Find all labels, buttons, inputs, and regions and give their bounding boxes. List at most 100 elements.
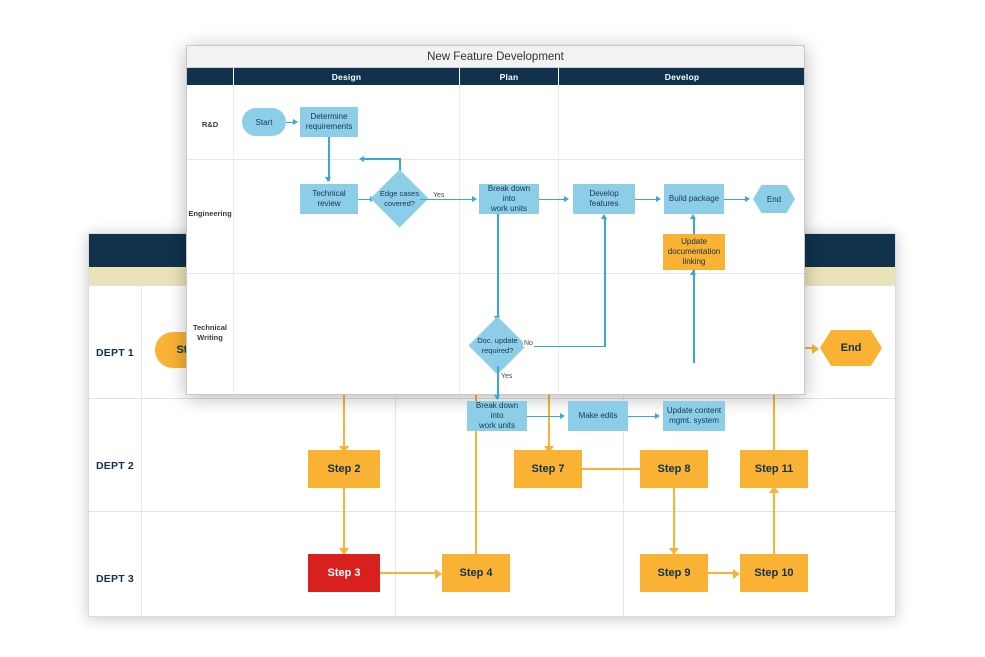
bg-column-divider xyxy=(395,285,396,616)
bg-arrow-down xyxy=(544,446,554,453)
arrow-right xyxy=(656,195,661,202)
node-text-line2: covered? xyxy=(384,198,415,208)
node-break-down-work-units-eng[interactable]: Break down into work units xyxy=(479,184,539,214)
bg-connector-step9-step10 xyxy=(708,572,736,574)
lane-divider xyxy=(187,159,804,160)
lane-label-engineering: Engineering xyxy=(188,209,232,218)
edge-label-yes-edgecases: Yes xyxy=(432,192,446,199)
bg-arrow-right xyxy=(435,569,442,579)
node-break-down-work-units-tw[interactable]: Break down into work units xyxy=(467,401,527,431)
bg-connector-step4-up xyxy=(475,384,477,556)
node-technical-review[interactable]: Technical review xyxy=(300,184,358,214)
node-text-line2: documentation xyxy=(667,247,721,256)
node-make-edits[interactable]: Make edits xyxy=(568,401,628,431)
connector-docupdate-no-horizontal xyxy=(534,345,605,347)
bg-arrow-up xyxy=(769,486,779,493)
column-divider xyxy=(233,85,234,394)
connector-develop-build xyxy=(635,198,659,200)
column-header-band xyxy=(187,68,804,85)
edge-label-yes-docupdate: Yes xyxy=(500,373,514,380)
diamond-text: Doc. update required? xyxy=(463,325,532,366)
bg-node-step10[interactable]: Step 10 xyxy=(740,554,808,592)
connector-determine-techreview xyxy=(328,137,330,181)
arrow-up xyxy=(690,214,696,219)
connector-makeedits-updatecms xyxy=(628,415,658,417)
bg-node-step11[interactable]: Step 11 xyxy=(740,450,808,488)
column-header-plan: Plan xyxy=(499,71,519,82)
lane-divider xyxy=(187,273,804,274)
bg-column-divider xyxy=(141,285,142,616)
node-text-line2: required? xyxy=(481,345,514,355)
node-text-line1: Break down into xyxy=(487,184,531,203)
bg-node-step7[interactable]: Step 7 xyxy=(514,450,582,488)
connector-docupdate-yes xyxy=(497,366,499,399)
bg-node-step9[interactable]: Step 9 xyxy=(640,554,708,592)
bg-connector-step11-up xyxy=(773,384,775,452)
connector-no-horizontal xyxy=(361,158,401,160)
bg-connector-step3-step4 xyxy=(380,572,438,574)
bg-lane-label-dept1: DEPT 1 xyxy=(96,347,134,359)
arrow-right xyxy=(472,195,477,202)
diagram-title: New Feature Development xyxy=(187,46,804,68)
new-feature-development-diagram[interactable]: New Feature Development Design Plan Deve… xyxy=(186,45,805,431)
lane-label-line1: Technical xyxy=(192,323,228,332)
arrow-right xyxy=(293,118,298,125)
column-header-design: Design xyxy=(331,71,362,82)
node-update-content-mgmt-system[interactable]: Update content mgmt. system xyxy=(663,401,725,431)
node-text-line1: Technical xyxy=(312,189,346,198)
lane-label-technical-writing: Technical Writing xyxy=(187,323,233,343)
node-start[interactable]: Start xyxy=(242,108,286,136)
node-text-line2: requirements xyxy=(305,122,353,131)
node-update-documentation-linking[interactable]: Update documentation linking xyxy=(663,234,725,270)
arrow-right xyxy=(655,412,660,419)
bg-row-divider xyxy=(89,511,895,512)
connector-build-end xyxy=(724,198,748,200)
node-text-line2: mgmt. system xyxy=(669,416,719,425)
connector-updatecms-updatedoc xyxy=(693,270,695,363)
bg-connector-step8-step9 xyxy=(673,488,675,552)
column-header-separator xyxy=(459,68,460,85)
bg-arrow-down xyxy=(669,548,679,555)
edge-label-no-docupdate: No xyxy=(523,340,534,347)
arrow-left xyxy=(359,155,364,162)
node-text-line2: work units xyxy=(478,421,515,430)
column-header-develop: Develop xyxy=(664,71,700,82)
arrow-up xyxy=(601,214,607,219)
connector-breakdown-develop xyxy=(539,198,567,200)
node-text-line1: Doc. update xyxy=(477,336,518,346)
arrow-down xyxy=(325,177,331,182)
connector-updatedoc-build xyxy=(693,219,695,234)
connector-docupdate-no-vertical xyxy=(604,219,606,347)
node-determine-requirements[interactable]: Determine requirements xyxy=(300,107,358,137)
bg-connector-step7-step8 xyxy=(582,468,655,470)
node-text-line1: Update xyxy=(681,237,707,246)
bg-node-step4[interactable]: Step 4 xyxy=(442,554,510,592)
bg-node-step3[interactable]: Step 3 xyxy=(308,554,380,592)
node-text-line3: linking xyxy=(682,257,706,266)
node-text-line2: review xyxy=(317,199,341,208)
node-text-line1: Break down into xyxy=(475,401,519,420)
column-divider xyxy=(558,85,559,394)
bg-connector-step2-step3 xyxy=(343,488,345,552)
node-text-line1: Edge cases xyxy=(379,189,420,199)
node-text-line2: work units xyxy=(490,204,527,213)
column-header-separator xyxy=(233,68,234,85)
bg-node-end[interactable]: End xyxy=(820,330,882,366)
bg-node-step8[interactable]: Step 8 xyxy=(640,450,708,488)
bg-arrow-right xyxy=(812,344,819,354)
node-develop-features[interactable]: Develop features xyxy=(573,184,635,214)
bg-arrow-right xyxy=(733,569,740,579)
node-build-package[interactable]: Build package xyxy=(664,184,724,214)
bg-arrow-down xyxy=(339,548,349,555)
lane-label-rd: R&D xyxy=(201,120,219,129)
node-end[interactable]: End xyxy=(753,185,795,213)
connector-techreview-edgecases xyxy=(358,198,372,200)
node-edge-cases-covered[interactable]: Edge cases covered? xyxy=(370,169,429,228)
arrow-down xyxy=(494,395,500,400)
arrow-right xyxy=(560,412,565,419)
bg-node-step2[interactable]: Step 2 xyxy=(308,450,380,488)
node-doc-update-required[interactable]: Doc. update required? xyxy=(468,316,527,375)
connector-breakdown-docupdate xyxy=(497,214,499,320)
connector-breakdown-makeedits xyxy=(527,415,563,417)
